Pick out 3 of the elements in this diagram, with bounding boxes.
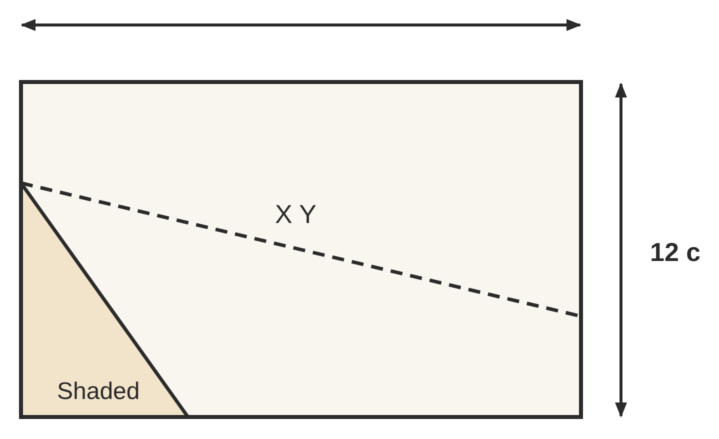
- region-label: Shaded: [57, 380, 140, 404]
- dimension-label: 12 c: [650, 239, 701, 265]
- line-label: X Y: [275, 201, 316, 227]
